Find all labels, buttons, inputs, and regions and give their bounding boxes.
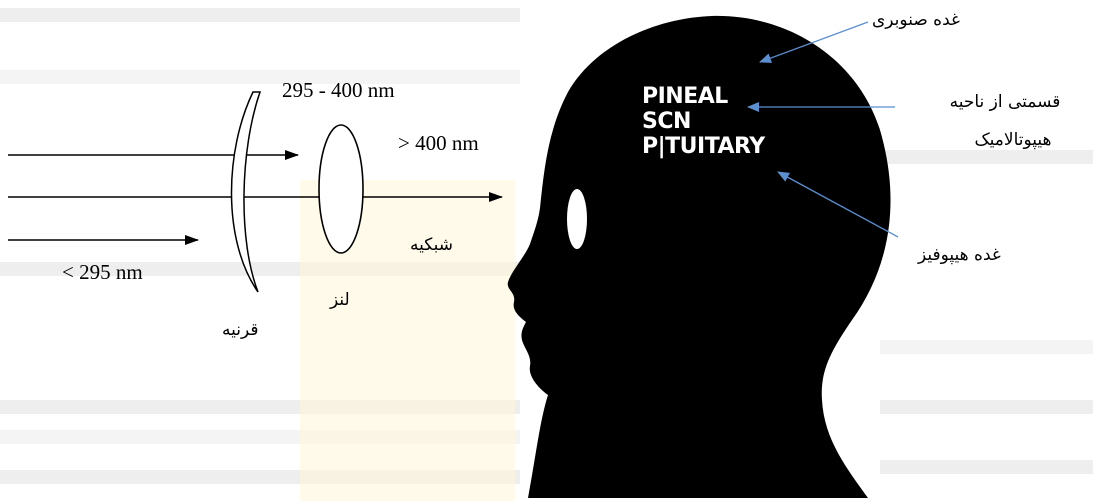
callout-pineal-gland: غده صنوبری	[872, 10, 960, 30]
cornea-shape	[231, 92, 260, 292]
label-retina: شبکیه	[410, 235, 453, 255]
callout-hypothalamus-line1: قسمتی از ناحیه	[930, 92, 1080, 112]
label-pineal: PINEAL	[642, 86, 728, 108]
label-cornea: قرنیه	[222, 320, 258, 340]
label-above-400nm: > 400 nm	[398, 131, 479, 156]
eye-highlight	[567, 189, 587, 249]
label-below-295nm: < 295 nm	[62, 260, 143, 285]
label-295-400nm: 295 - 400 nm	[282, 78, 395, 103]
label-lens: لنز	[330, 290, 350, 310]
callout-hypothalamus-line2: هیپوتالامیک	[948, 130, 1078, 150]
callout-pituitary-gland: غده هیپوفیز	[918, 245, 1001, 265]
lens-shape	[319, 125, 363, 253]
label-pituitary: P|TUITARY	[642, 136, 765, 158]
label-scn: SCN	[642, 111, 691, 133]
